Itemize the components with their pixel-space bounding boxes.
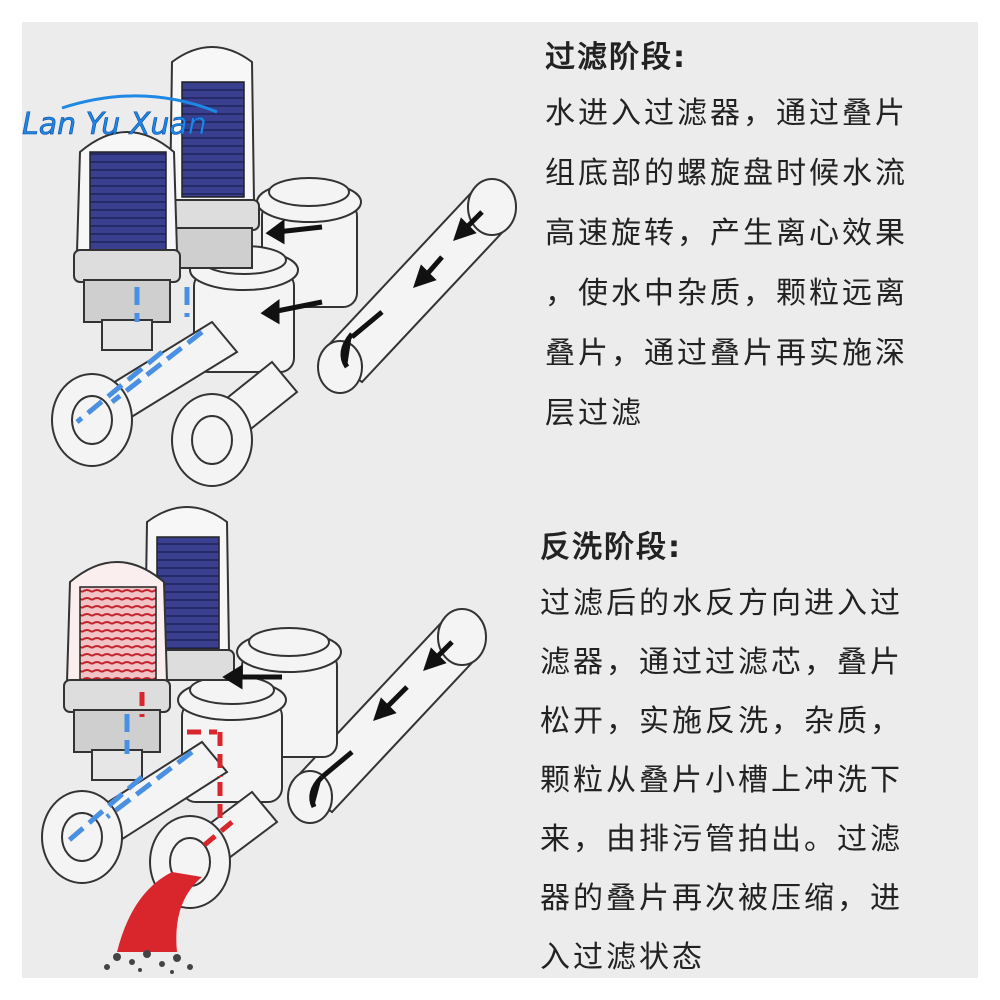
backwash-line: 松开，实施反洗，杂质， <box>540 704 903 739</box>
backwash-line: 过滤后的水反方向进入过 <box>540 586 903 621</box>
watermark-text: Lan Yu Xuan <box>22 107 207 142</box>
outlet-flange-right <box>171 393 253 487</box>
filtration-line: 叠片，通过叠片再实施深 <box>545 336 908 371</box>
front-filter-housing-backwash <box>63 561 171 781</box>
watermark-swoosh <box>61 94 218 114</box>
front-filter-housing <box>73 131 181 351</box>
clean-flow-arrows <box>65 714 194 844</box>
backwash-line: 颗粒从叠片小槽上冲洗下 <box>540 763 903 798</box>
inlet-flow-arrows <box>260 210 484 369</box>
debris-discharge <box>104 872 202 974</box>
back-filter-housing <box>166 46 260 269</box>
backwash-diagram <box>41 506 487 974</box>
backwash-panel: 反洗阶段: 过滤后的水反方向进入过 滤器，通过过滤芯，叠片 松开，实施反洗，杂质… <box>22 492 978 978</box>
filtration-line: 组底部的螺旋盘时候水流 <box>545 156 908 191</box>
filtration-text: 过滤阶段: 水进入过滤器，通过叠片 组底部的螺旋盘时候水流 高速旋转，产生离心效… <box>545 32 965 444</box>
filtration-line: 高速旋转，产生离心效果 <box>545 216 908 251</box>
inlet-pipe <box>317 178 517 394</box>
dirty-flow-arrows <box>139 692 234 849</box>
filtration-title: 过滤阶段: <box>545 40 687 75</box>
clean-flow-arrows <box>75 287 204 424</box>
filtration-line: ，使水中杂质，颗粒远离 <box>545 276 908 311</box>
backwash-title: 反洗阶段: <box>540 530 682 565</box>
filtration-panel: Lan Yu Xuan 过滤阶段: 水进入过滤器，通过叠片 组底部的螺旋盘时候水… <box>22 22 978 492</box>
outlet-flange-left <box>51 373 133 467</box>
filtration-line: 水进入过滤器，通过叠片 <box>545 96 908 131</box>
filtration-diagram: Lan Yu Xuan <box>22 46 517 487</box>
backwash-text: 反洗阶段: 过滤后的水反方向进入过 滤器，通过过滤芯，叠片 松开，实施反洗，杂质… <box>540 522 965 987</box>
filtration-line: 层过滤 <box>545 396 644 431</box>
backwash-line: 滤器，通过过滤芯，叠片 <box>540 645 903 680</box>
inlet-flow-arrows <box>222 640 454 809</box>
backwash-line: 入过滤状态 <box>540 940 705 975</box>
infographic-card: Lan Yu Xuan 过滤阶段: 水进入过滤器，通过叠片 组底部的螺旋盘时候水… <box>22 22 978 978</box>
backwash-line: 器的叠片再次被压缩，进 <box>540 881 903 916</box>
backwash-line: 来，由排污管拍出。过滤 <box>540 822 903 857</box>
